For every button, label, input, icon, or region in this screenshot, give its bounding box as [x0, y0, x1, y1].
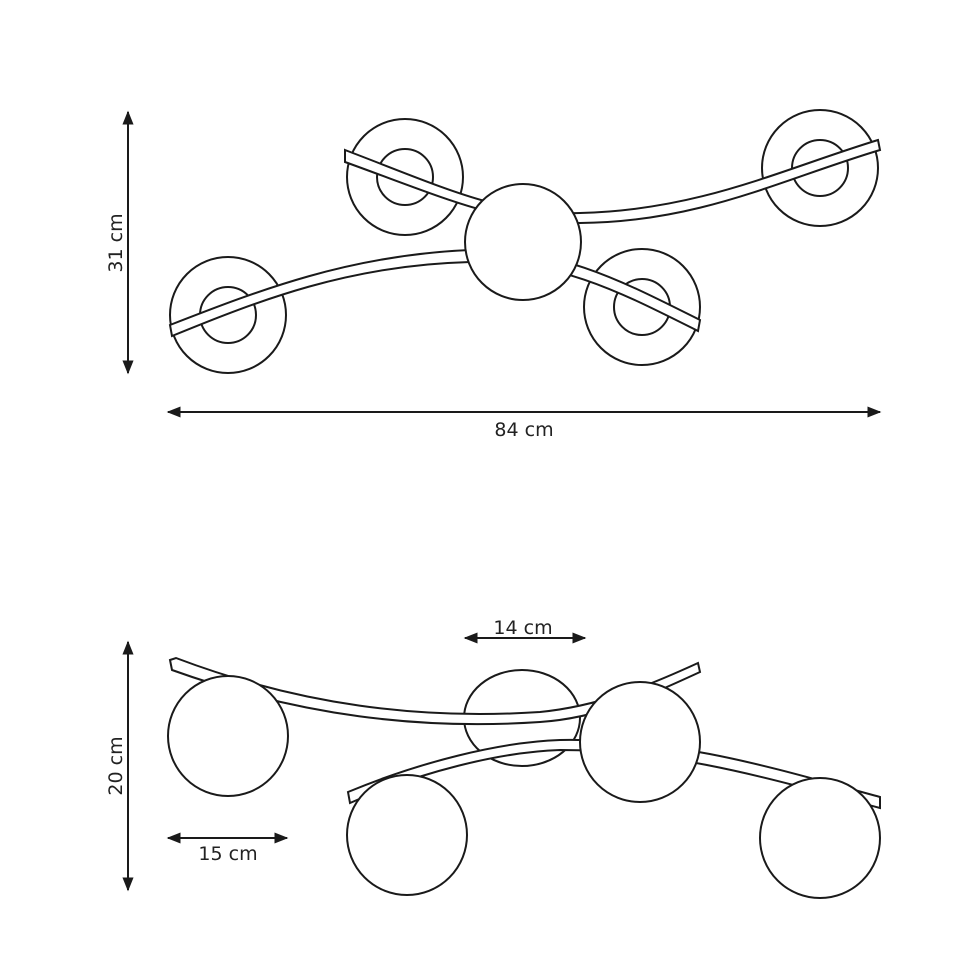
ceiling-plate: [583, 248, 701, 366]
width-label: 84 cm: [494, 419, 553, 441]
glass-globe: [464, 183, 582, 301]
glass-globe: [346, 774, 468, 896]
height-label: 31 cm: [105, 213, 127, 272]
globe-width-label: 15 cm: [198, 843, 257, 865]
top-view: 31 cm 84 cm: [105, 109, 882, 441]
glass-globe: [759, 777, 881, 899]
side-view: 20 cm 14 cm 15 cm: [105, 617, 881, 899]
arm-bar: [168, 656, 702, 726]
plate-width-label: 14 cm: [493, 617, 552, 639]
glass-globe: [579, 681, 701, 803]
arm-bar: [346, 738, 881, 810]
glass-globe: [167, 675, 289, 797]
height-label: 20 cm: [105, 736, 127, 795]
ceiling-plate: [169, 256, 287, 374]
